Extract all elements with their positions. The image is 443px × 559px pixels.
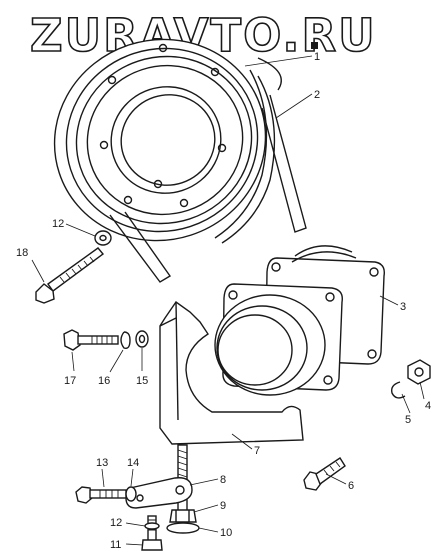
washer-12-top bbox=[94, 230, 112, 246]
leader-lines bbox=[31, 55, 425, 546]
callout-17: 17 bbox=[64, 375, 76, 387]
pump-front-flange bbox=[214, 283, 343, 396]
callout-3: 3 bbox=[400, 301, 406, 313]
washer-16 bbox=[120, 331, 131, 350]
callout-7: 7 bbox=[254, 445, 260, 457]
callout-4: 4 bbox=[425, 400, 431, 412]
washer-14 bbox=[125, 486, 137, 502]
callout-2: 2 bbox=[314, 89, 320, 101]
callout-9: 9 bbox=[220, 500, 226, 512]
bolt-18 bbox=[35, 247, 105, 304]
watermark-dot bbox=[311, 42, 318, 49]
callout-12-bottom: 12 bbox=[110, 517, 122, 529]
callout-1: 1 bbox=[314, 51, 320, 63]
callout-11: 11 bbox=[110, 539, 121, 551]
watermark-text: ZURAVTO.RU bbox=[30, 9, 377, 62]
callout-8: 8 bbox=[220, 474, 226, 486]
washer-12-bottom bbox=[144, 522, 160, 530]
callout-5: 5 bbox=[405, 414, 411, 426]
callout-15: 15 bbox=[136, 375, 148, 387]
callout-16: 16 bbox=[98, 375, 110, 387]
washer-15 bbox=[135, 330, 149, 348]
bolt-13 bbox=[75, 486, 127, 504]
bolt-17 bbox=[63, 329, 119, 351]
pulley bbox=[53, 38, 276, 244]
callout-10: 10 bbox=[220, 527, 232, 539]
mounting-bracket bbox=[159, 301, 304, 445]
ring-5 bbox=[390, 381, 406, 399]
adjusting-lever bbox=[125, 444, 193, 516]
nut-assembly bbox=[166, 509, 200, 534]
bolt-6 bbox=[303, 457, 346, 491]
callout-labels: 1 2 3 4 5 6 7 8 9 10 11 12 12 13 14 15 1… bbox=[16, 51, 431, 551]
callout-18: 18 bbox=[16, 247, 28, 259]
callout-12-top: 12 bbox=[52, 218, 64, 230]
callout-6: 6 bbox=[348, 480, 354, 492]
bolt-11 bbox=[141, 515, 163, 551]
callout-14: 14 bbox=[127, 457, 139, 469]
drive-belt bbox=[109, 57, 307, 283]
nut-4 bbox=[407, 359, 431, 385]
callout-13: 13 bbox=[96, 457, 108, 469]
